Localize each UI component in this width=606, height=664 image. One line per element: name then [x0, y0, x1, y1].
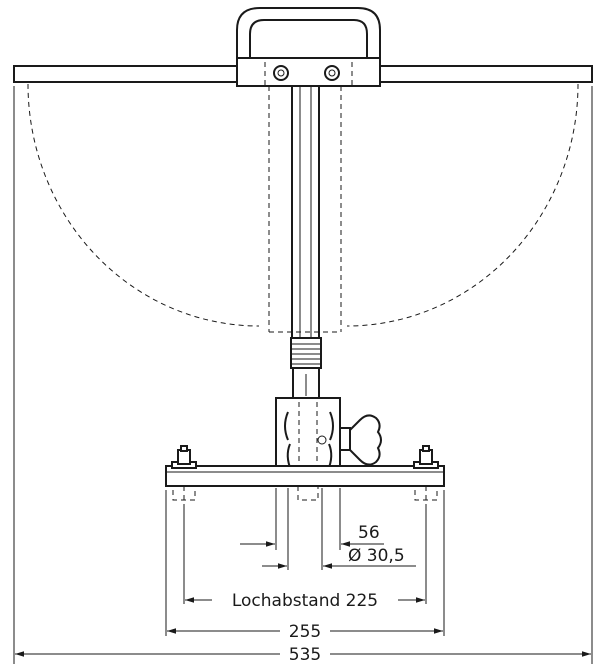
dimension-tube-size: 56	[240, 523, 384, 547]
dimension-overall-width: 535	[15, 645, 591, 664]
swing-arcs	[27, 83, 579, 327]
dimension-tube-size-label: 56	[358, 523, 380, 543]
base-hidden-socket	[297, 485, 319, 501]
hidden-outer-tube	[268, 86, 342, 333]
dimension-base-width-label: 255	[289, 622, 321, 642]
star-knob	[339, 414, 382, 466]
dimension-tube-diameter: Ø 30,5	[262, 546, 416, 569]
top-clamp-block	[236, 57, 381, 87]
dimension-hole-spacing-label: Lochabstand 225	[232, 591, 378, 611]
column-tube	[291, 86, 320, 338]
base-plate	[165, 461, 445, 487]
extension-lines	[13, 86, 593, 664]
top-handle	[236, 7, 381, 58]
base-bolt-right	[414, 445, 438, 508]
dimension-overall-width-label: 535	[289, 645, 321, 664]
dimension-base-width: 255	[167, 622, 443, 642]
dimension-hole-spacing: Lochabstand 225	[185, 591, 425, 611]
dimension-tube-diameter-label: Ø 30,5	[348, 546, 405, 566]
base-bolt-left	[172, 445, 196, 508]
column-collar	[290, 337, 322, 398]
